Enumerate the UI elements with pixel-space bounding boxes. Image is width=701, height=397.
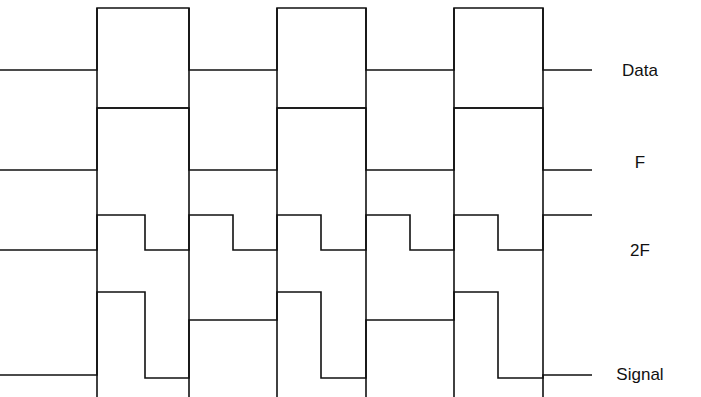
signal-name: Data (622, 62, 658, 79)
signal-name: Signal (616, 366, 663, 383)
2f-waveform (0, 215, 592, 250)
f-waveform (0, 108, 592, 170)
signal-waveform (0, 292, 592, 378)
signal-name: F (635, 154, 645, 171)
signal-name: 2F (630, 242, 650, 259)
data-waveform (0, 8, 592, 70)
